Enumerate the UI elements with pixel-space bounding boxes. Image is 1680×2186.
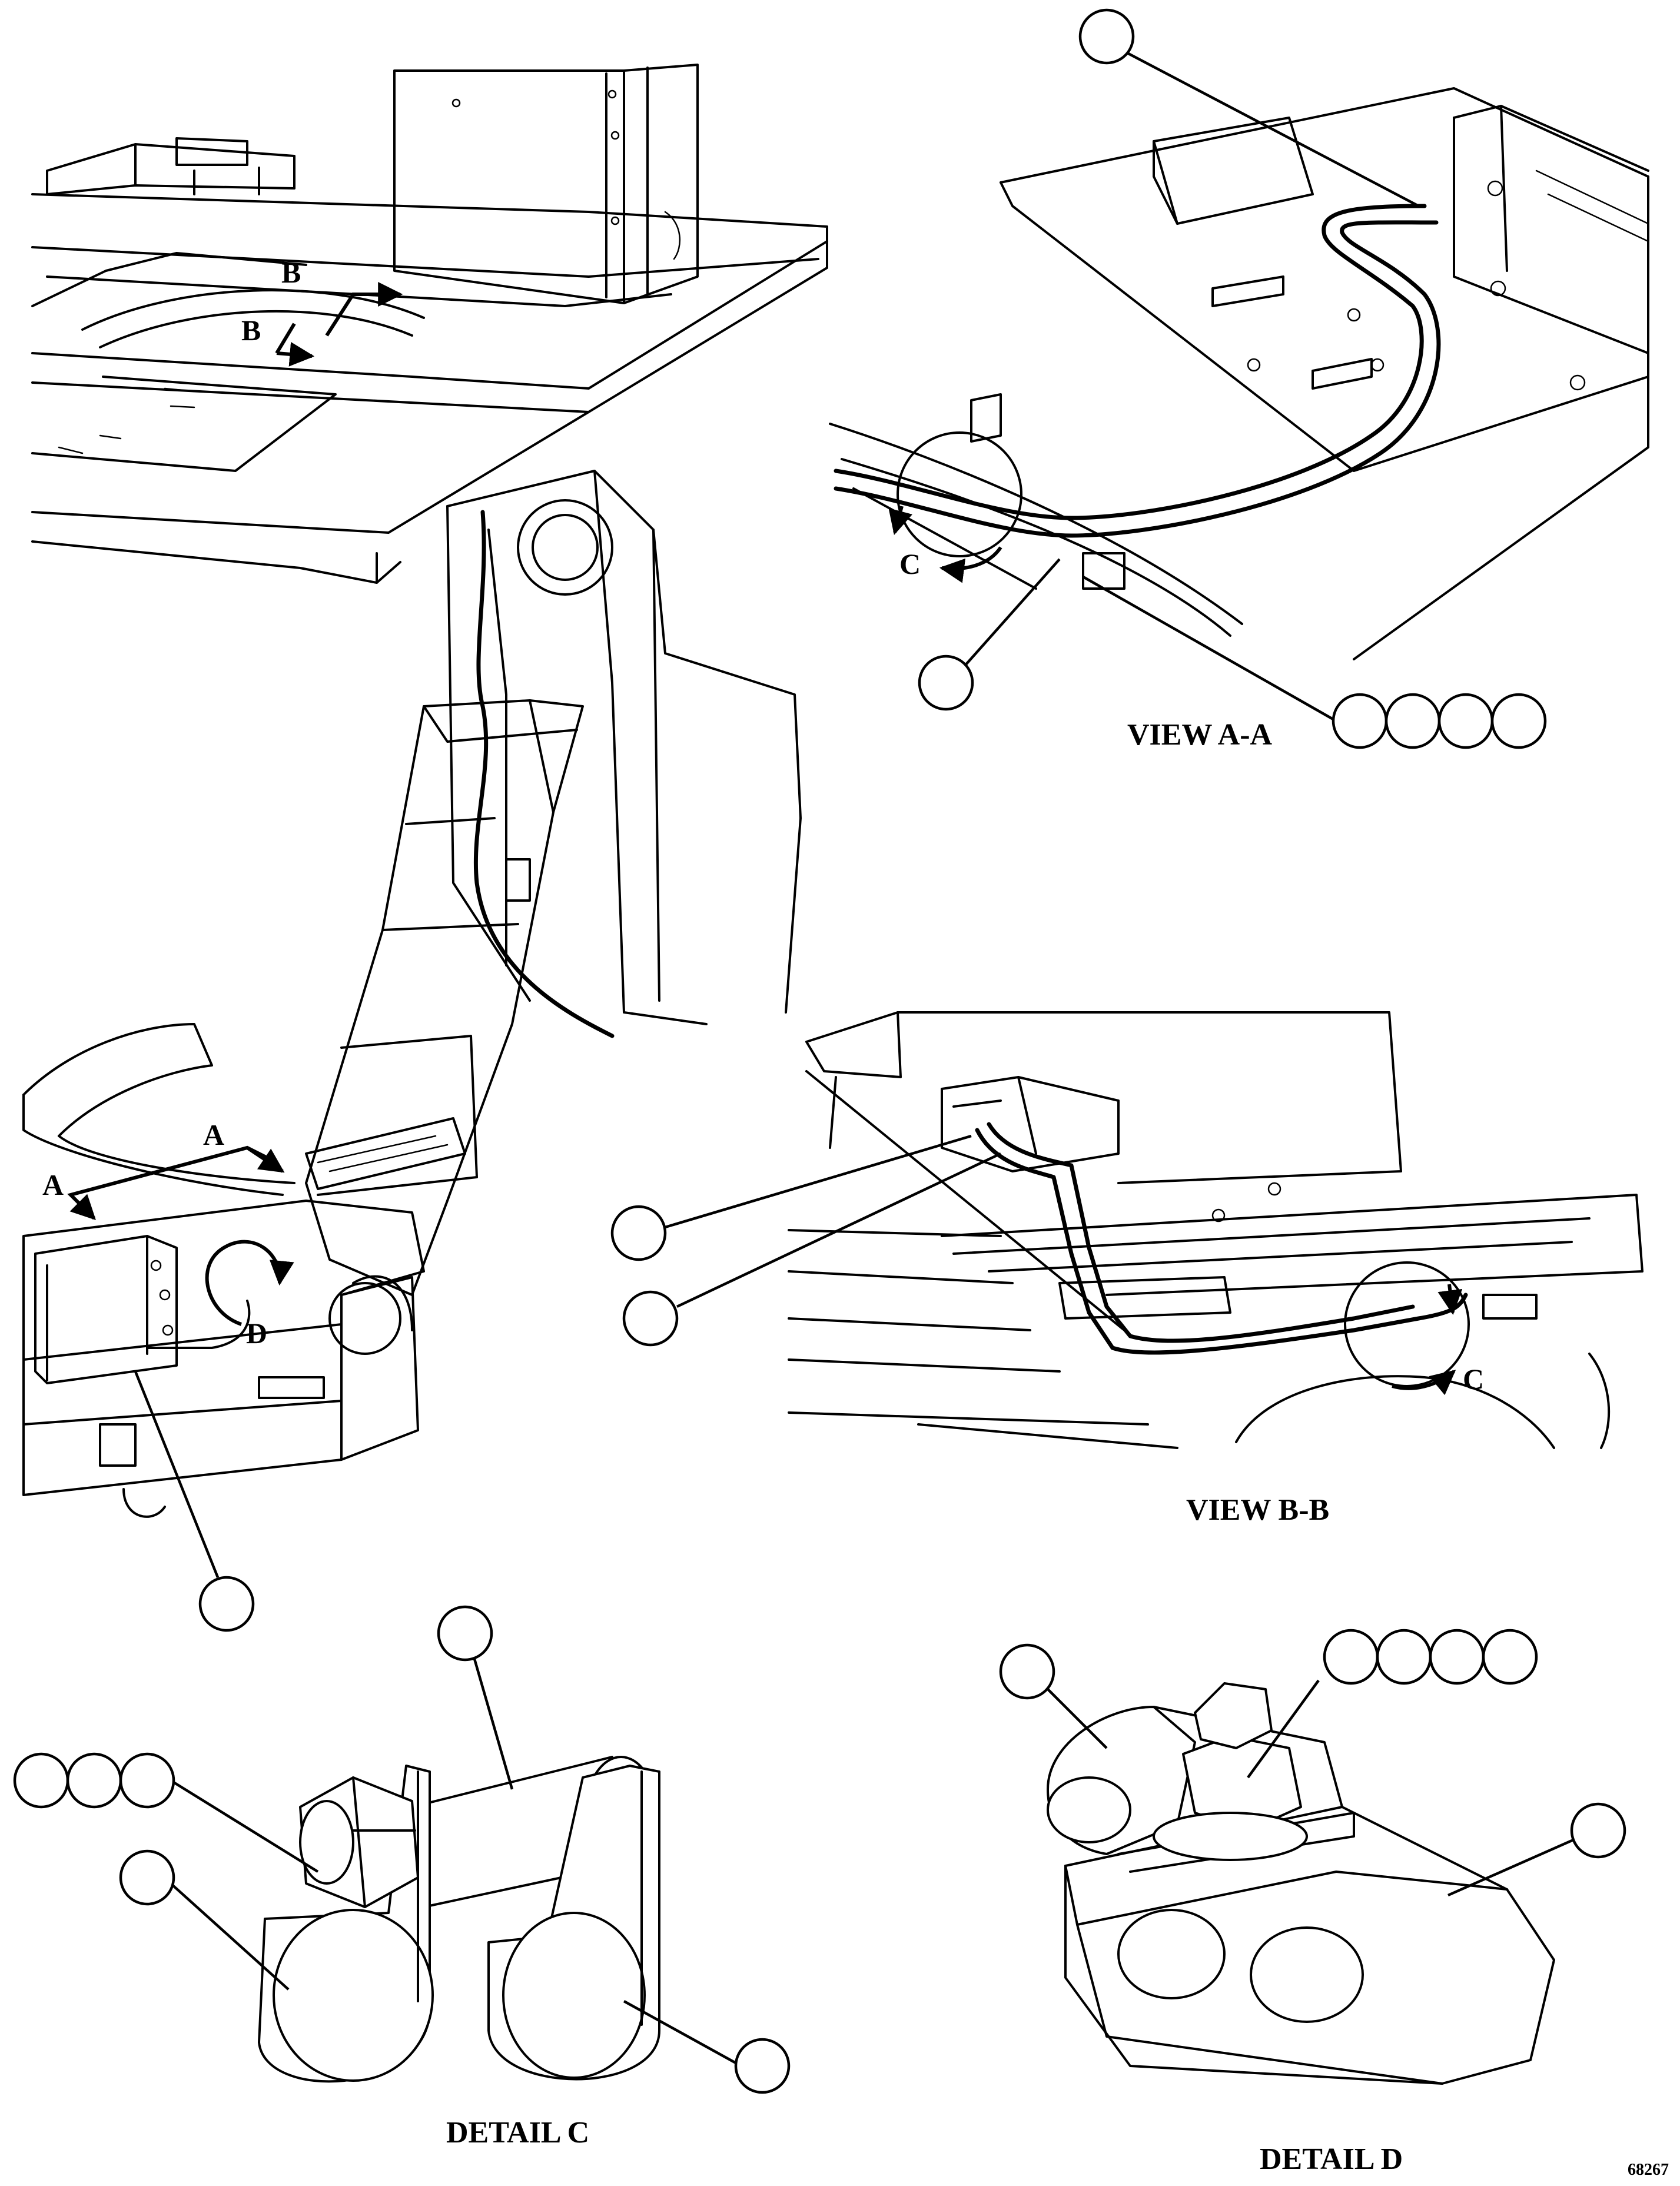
- detail-c-title: DETAIL C: [446, 2116, 589, 2150]
- section-marker-a-upper: A: [203, 1118, 224, 1151]
- detail-c: [13, 1605, 791, 2094]
- detail-marker-d: D: [246, 1317, 267, 1350]
- view-bb-title: VIEW B-B: [1186, 1493, 1329, 1527]
- figure-number: 68267: [1628, 2161, 1669, 2179]
- detail-marker-c-view-aa: C: [899, 547, 921, 580]
- view-bb: [610, 1011, 1644, 1449]
- main-assembly-view: [22, 64, 828, 1632]
- section-marker-a-lower: A: [42, 1168, 64, 1201]
- detail-d-title: DETAIL D: [1260, 2142, 1403, 2176]
- view-aa-title: VIEW A-A: [1127, 718, 1273, 752]
- section-marker-b-upper: B: [281, 256, 301, 289]
- view-aa: [829, 8, 1649, 749]
- section-marker-b-lower: B: [241, 314, 261, 347]
- detail-d: [999, 1629, 1626, 2085]
- detail-marker-c-view-bb: C: [1463, 1363, 1484, 1396]
